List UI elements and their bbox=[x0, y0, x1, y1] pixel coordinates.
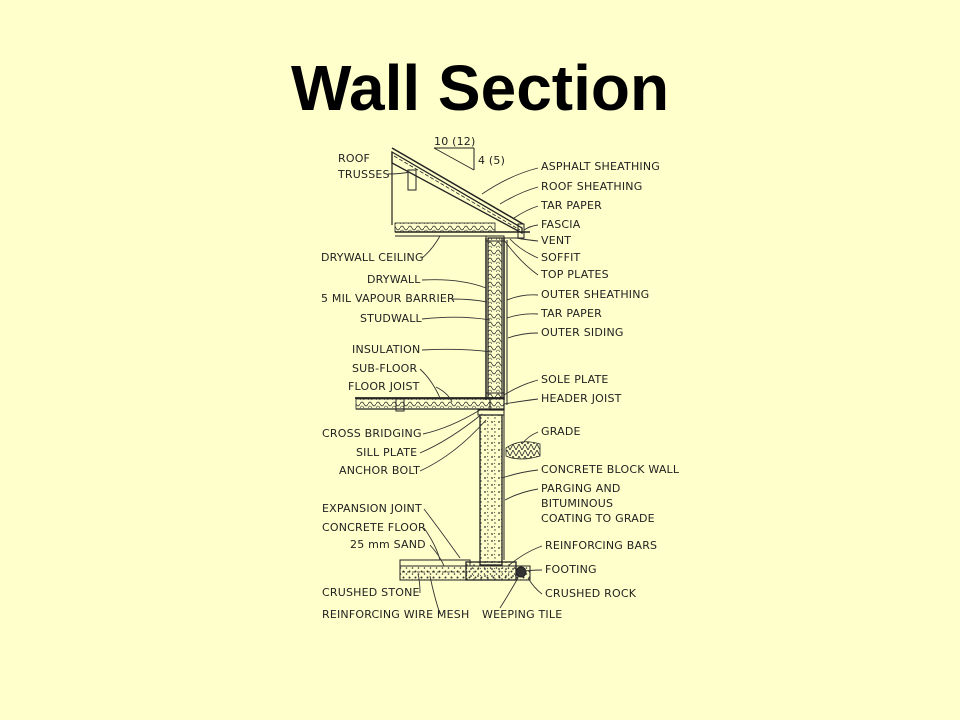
label-roof: ROOF bbox=[338, 152, 370, 165]
label-fascia: FASCIA bbox=[541, 218, 581, 231]
slide-title: Wall Section bbox=[290, 52, 670, 124]
label-parging-2: BITUMINOUS bbox=[541, 497, 613, 510]
floor-assembly bbox=[355, 397, 505, 416]
label-vapour-barrier: 5 MIL VAPOUR BARRIER bbox=[321, 292, 455, 305]
right-labels: ASPHALT SHEATHING ROOF SHEATHING TAR PAP… bbox=[481, 160, 680, 621]
label-reinforcing-bars: REINFORCING BARS bbox=[545, 539, 657, 552]
wall-assembly bbox=[485, 235, 508, 405]
label-tar-paper-roof: TAR PAPER bbox=[540, 199, 602, 212]
label-outer-sheathing: OUTER SHEATHING bbox=[541, 288, 649, 301]
label-header-joist: HEADER JOIST bbox=[541, 392, 622, 405]
label-tar-paper-wall: TAR PAPER bbox=[540, 307, 602, 320]
label-top-plates: TOP PLATES bbox=[540, 268, 609, 281]
label-studwall: STUDWALL bbox=[360, 312, 423, 325]
label-weeping-tile: WEEPING TILE bbox=[482, 608, 562, 621]
label-parging-1: PARGING AND bbox=[541, 482, 621, 495]
label-sill-plate: SILL PLATE bbox=[356, 446, 417, 459]
label-sole-plate: SOLE PLATE bbox=[541, 373, 609, 386]
label-concrete-floor: CONCRETE FLOOR bbox=[322, 521, 426, 534]
label-roof-sheathing: ROOF SHEATHING bbox=[541, 180, 642, 193]
roof-structure bbox=[391, 147, 530, 239]
pitch-run-label: 10 (12) bbox=[434, 135, 475, 148]
label-insulation: INSULATION bbox=[352, 343, 420, 356]
label-crushed-stone: CRUSHED STONE bbox=[322, 586, 420, 599]
label-vent: VENT bbox=[541, 234, 571, 247]
label-anchor-bolt: ANCHOR BOLT bbox=[339, 464, 420, 477]
label-wire-mesh: REINFORCING WIRE MESH bbox=[322, 608, 469, 621]
foundation bbox=[399, 414, 541, 581]
label-block-wall: CONCRETE BLOCK WALL bbox=[541, 463, 680, 476]
label-trusses: TRUSSES bbox=[337, 168, 390, 181]
label-asphalt-sheathing: ASPHALT SHEATHING bbox=[541, 160, 660, 173]
label-grade: GRADE bbox=[541, 425, 581, 438]
label-soffit: SOFFIT bbox=[541, 251, 581, 264]
label-sand: 25 mm SAND bbox=[350, 538, 426, 551]
label-floor-joist: FLOOR JOIST bbox=[348, 380, 420, 393]
label-drywall-ceiling: DRYWALL CEILING bbox=[321, 251, 424, 264]
label-footing: FOOTING bbox=[545, 563, 597, 576]
roof-pitch-indicator: 10 (12) 4 (5) bbox=[433, 135, 505, 171]
label-sub-floor: SUB-FLOOR bbox=[352, 362, 418, 375]
label-drywall: DRYWALL bbox=[367, 273, 421, 286]
pitch-rise-label: 4 (5) bbox=[478, 154, 505, 167]
label-expansion-joint: EXPANSION JOINT bbox=[322, 502, 422, 515]
label-cross-bridging: CROSS BRIDGING bbox=[322, 427, 422, 440]
label-parging-3: COATING TO GRADE bbox=[541, 512, 655, 525]
left-labels: ROOF TRUSSES DRYWALL CEILING DRYWALL 5 M… bbox=[321, 152, 493, 621]
label-outer-siding: OUTER SIDING bbox=[541, 326, 624, 339]
label-crushed-rock: CRUSHED ROCK bbox=[545, 587, 637, 600]
